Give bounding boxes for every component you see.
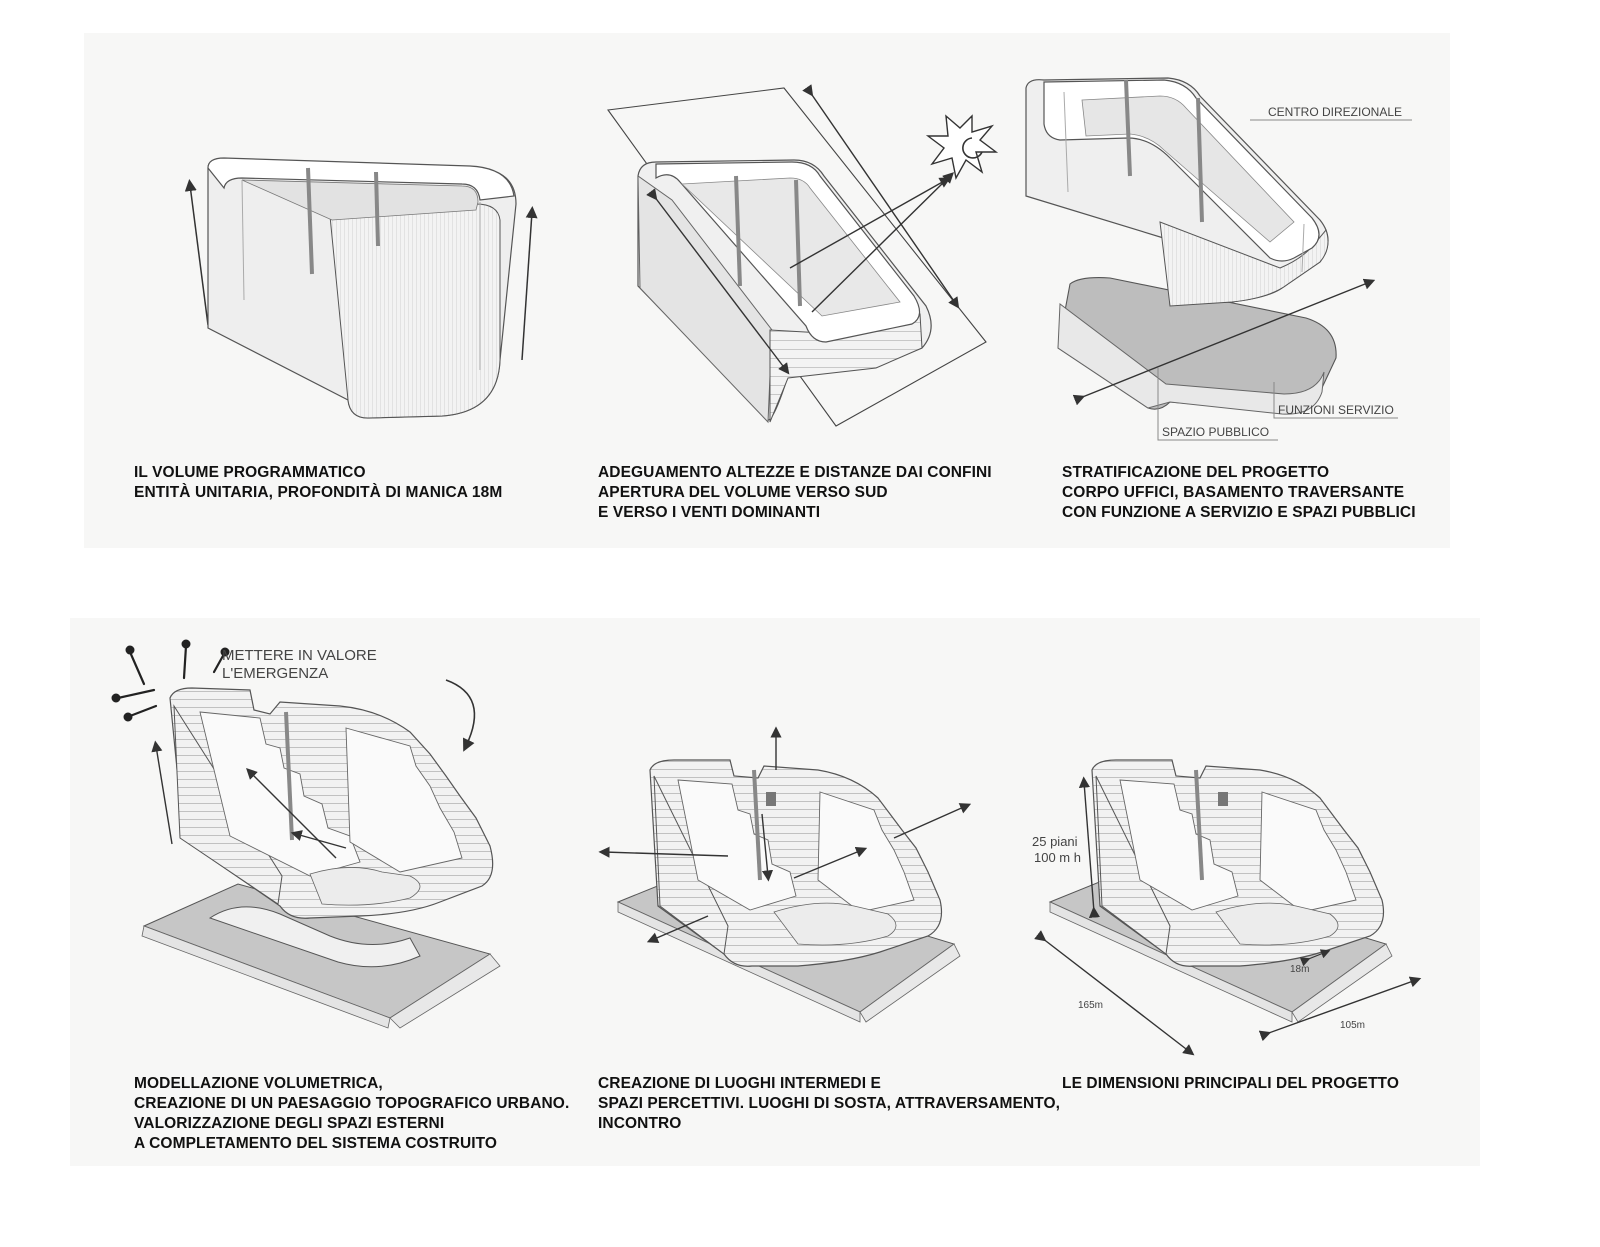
caption-panel-1: IL VOLUME PROGRAMMATICO ENTITÀ UNITARIA,… [134, 464, 503, 501]
label-spazio-pubblico: SPAZIO PUBBLICO [1162, 425, 1269, 439]
diagram-volume-programmatico [184, 157, 538, 419]
label-funzioni-servizio: FUNZIONI SERVIZIO [1278, 403, 1394, 417]
label-mettere-in-valore: METTERE IN VALORE [222, 647, 377, 664]
label-100-m-h: 100 m h [1034, 850, 1081, 865]
label-105m: 105m [1340, 1020, 1365, 1031]
arrow-up-left [184, 179, 209, 326]
caption-panel-5: CREAZIONE DI LUOGHI INTERMEDI E SPAZI PE… [598, 1075, 1061, 1132]
label-emergenza: L'EMERGENZA [222, 665, 328, 682]
caption-panel-2: ADEGUAMENTO ALTEZZE E DISTANZE DAI CONFI… [598, 464, 992, 521]
label-18m: 18m [1290, 964, 1309, 975]
arrow-up-right [521, 206, 538, 361]
label-25-piani: 25 piani [1032, 834, 1078, 849]
sun-icon [925, 114, 999, 181]
diagram-adeguamento-altezze [607, 84, 999, 427]
label-165m: 165m [1078, 1000, 1103, 1011]
label-centro-direzionale: CENTRO DIREZIONALE [1268, 105, 1402, 119]
caption-panel-4: MODELLAZIONE VOLUMETRICA, CREAZIONE DI U… [134, 1075, 570, 1152]
diagram-modellazione-volumetrica: METTERE IN VALORE L'EMERGENZA [111, 639, 501, 1029]
diagram-dimensioni-principali: 25 piani 100 m h 18m 165m 105m [1032, 759, 1422, 1056]
caption-panel-3: STRATIFICAZIONE DEL PROGETTO CORPO UFFIC… [1062, 464, 1416, 521]
caption-panel-6: LE DIMENSIONI PRINCIPALI DEL PROGETTO [1062, 1075, 1399, 1092]
diagram-stratificazione: CENTRO DIREZIONALE FUNZIONI SERVIZIO SPA… [1025, 77, 1412, 441]
diagram-luoghi-intermedi [598, 726, 972, 1023]
